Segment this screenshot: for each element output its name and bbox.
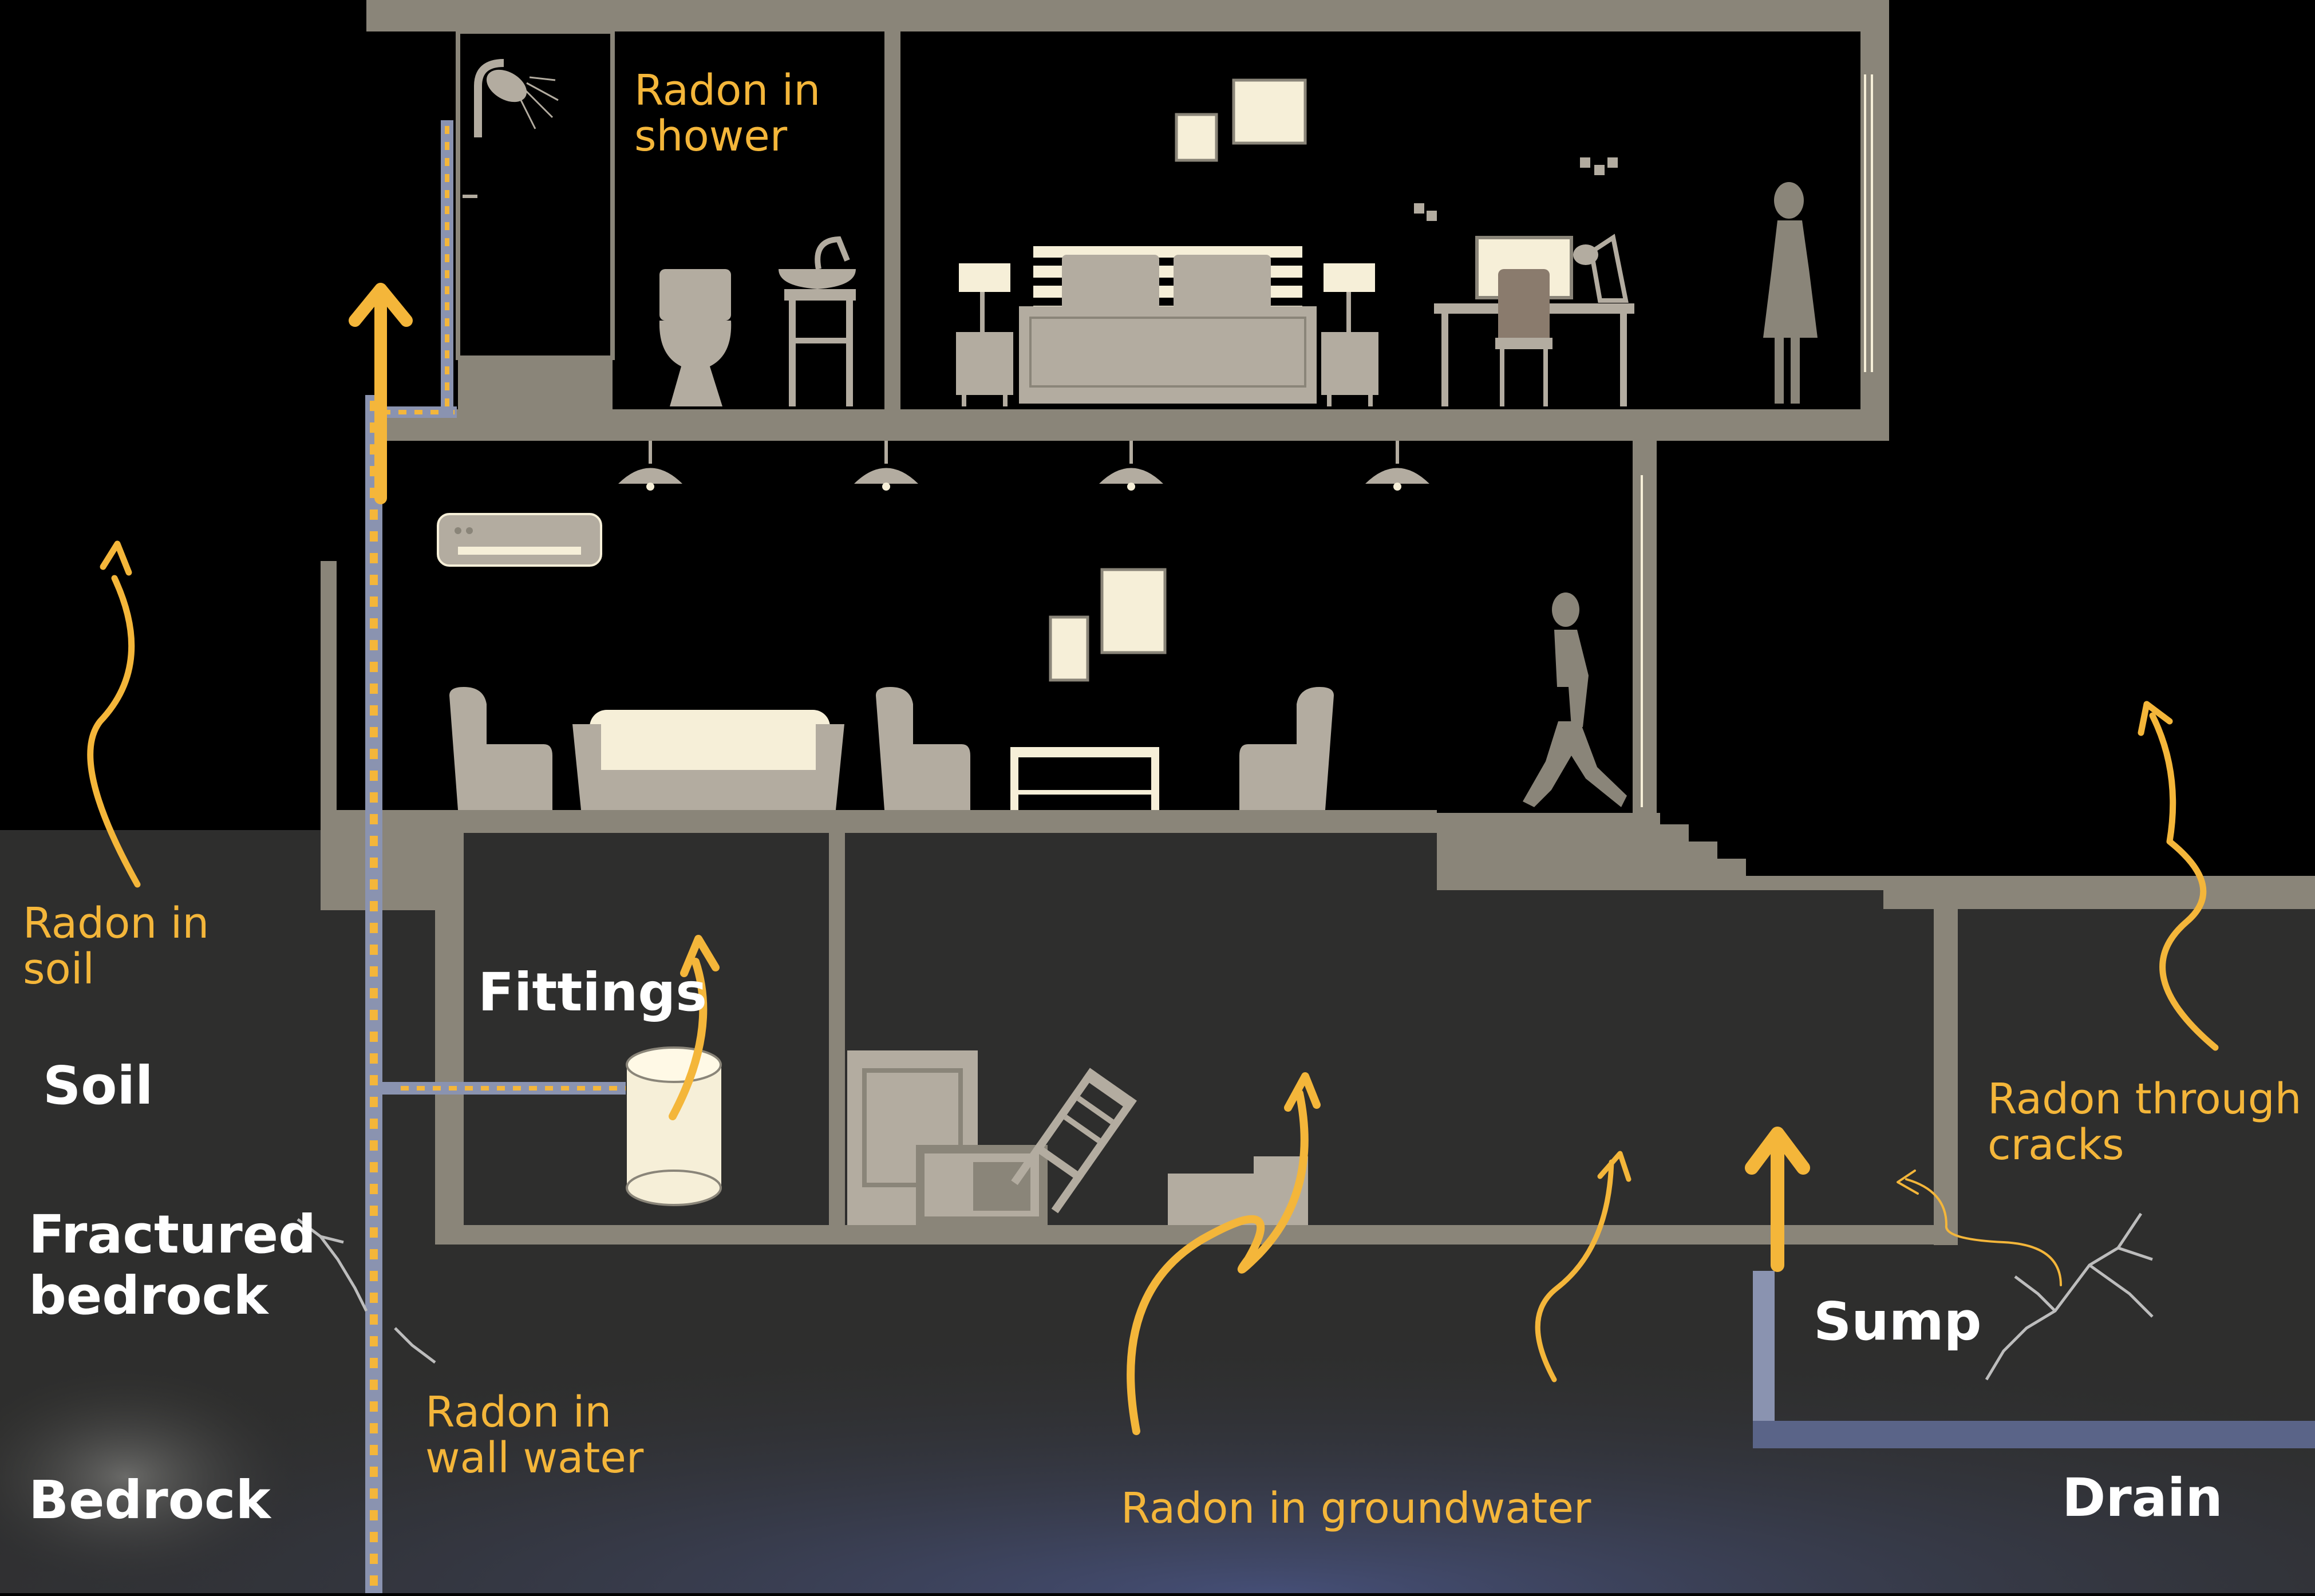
fracture-lines (297, 1212, 2154, 1381)
picture-frame (1175, 113, 1218, 162)
shower-head-icon (474, 59, 559, 137)
folded-chair-icon (1011, 1068, 1137, 1214)
man-silhouette (1523, 592, 1627, 807)
picture-frame (1049, 615, 1089, 682)
label-radon-in-shower-line1: Radon in (634, 66, 820, 115)
arrow-icon (349, 283, 413, 504)
picture-frame (1100, 568, 1167, 654)
window-strip (1641, 74, 1873, 807)
labels: Radon in shower Radon in soil Soil Fract… (23, 66, 2302, 1533)
label-drain: Drain (2062, 1467, 2223, 1528)
woman-silhouette (1763, 182, 1818, 404)
arrow-icon (669, 935, 720, 1120)
drain-pipe (1753, 1421, 2315, 1448)
arrow-icon (1745, 1127, 1810, 1272)
living-room (437, 513, 1627, 810)
groundwater-zone (0, 1231, 2315, 1593)
water-tank-icon (626, 1046, 722, 1206)
label-radon-through-cracks-line1: Radon through (1988, 1074, 2302, 1124)
label-soil: Soil (43, 1055, 153, 1116)
label-bedrock: Bedrock (29, 1469, 271, 1531)
label-radon-in-soil-line2: soil (23, 945, 94, 994)
arrow-icon (2138, 701, 2219, 1051)
label-fractured-bedrock-line1: Fractured (29, 1204, 316, 1265)
lamp-icon (1365, 441, 1429, 491)
desk-icon (1434, 234, 1634, 406)
radon-arrows (87, 283, 2219, 1435)
coffee-table-icon (1010, 747, 1159, 810)
nightstand-left (956, 263, 1013, 406)
label-radon-in-wall-water-line2: wall water (425, 1433, 644, 1483)
arrow-icon (87, 540, 141, 888)
box-icon (1168, 1174, 1254, 1225)
sink-icon (779, 236, 856, 406)
bathroom (456, 29, 856, 409)
bedrock-boulder (0, 1362, 309, 1591)
armchair-icon (876, 687, 970, 810)
bed-icon (1019, 246, 1317, 404)
sofa-icon (572, 710, 844, 810)
lamp-icon (1099, 441, 1163, 491)
label-fittings: Fittings (478, 962, 707, 1023)
ceiling-lights (618, 441, 1429, 491)
sump-pipe (1753, 1271, 1775, 1448)
label-radon-in-groundwater: Radon in groundwater (1121, 1484, 1591, 1533)
ground (0, 813, 2315, 1593)
label-radon-in-soil-line1: Radon in (23, 899, 209, 948)
nightstand-right (1321, 263, 1378, 406)
air-conditioner-icon (437, 513, 602, 567)
toilet-icon (659, 269, 732, 406)
bedroom (956, 78, 1818, 406)
arrow-icon (1897, 1170, 2062, 1286)
water-pipes (365, 120, 2315, 1593)
arrow-icon (1535, 1151, 1631, 1382)
arrow-icon (1127, 1072, 1321, 1435)
lamp-icon (854, 441, 918, 491)
decor-squares (1414, 157, 1618, 221)
armchair-icon (1239, 687, 1334, 810)
label-radon-in-wall-water-line1: Radon in (425, 1388, 611, 1437)
label-radon-in-shower-line2: shower (634, 112, 788, 161)
lamp-icon (618, 441, 682, 491)
label-radon-through-cracks-line2: cracks (1988, 1120, 2124, 1170)
picture-frame (1232, 78, 1307, 145)
label-fractured-bedrock-line2: bedrock (29, 1265, 269, 1326)
armchair-icon (449, 687, 552, 810)
label-sump: Sump (1814, 1291, 1981, 1352)
